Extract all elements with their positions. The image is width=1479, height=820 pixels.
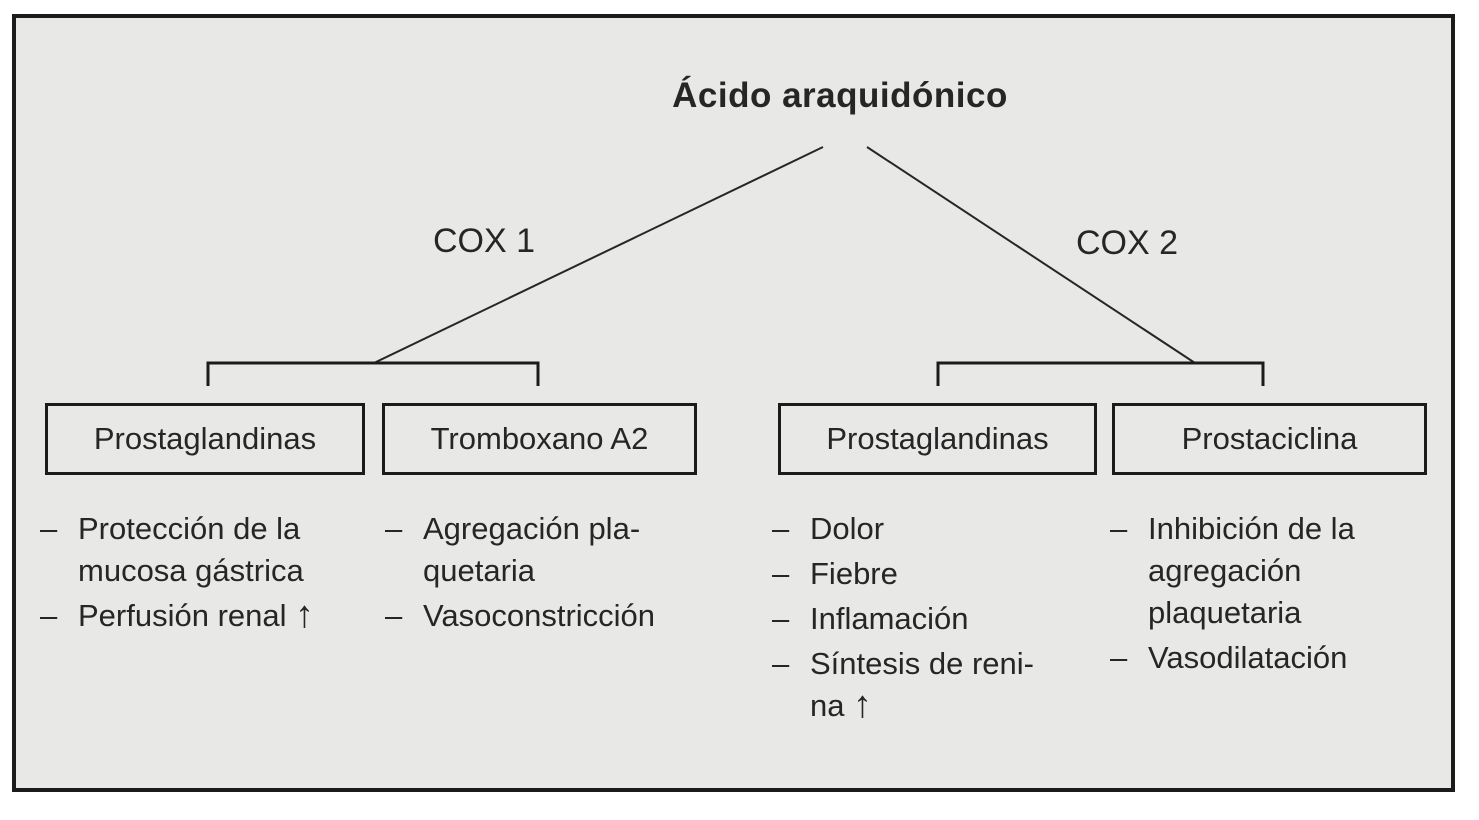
list-item-text: Síntesis de reni- na ↑	[810, 646, 1034, 726]
node-box-tromboxano-a2: Tromboxano A2	[382, 403, 697, 475]
dash-marker: –	[772, 646, 790, 681]
list-item-text: Agregación pla- quetaria	[423, 511, 641, 588]
effects-list-prostaglandinas-cox2: –Dolor–Fiebre–Inflamación–Síntesis de re…	[772, 508, 1112, 727]
effects-list-tromboxano-a2: –Agregación pla- quetaria–Vasoconstricci…	[385, 508, 725, 637]
node-box-prostaglandinas-cox2: Prostaglandinas	[778, 403, 1097, 475]
list-item: –Síntesis de reni- na ↑	[772, 643, 1112, 727]
effects-list-prostaglandinas-cox1: –Protección de la mucosa gástrica–Perfus…	[40, 508, 380, 637]
dash-marker: –	[40, 598, 58, 633]
list-item: –Inhibición de la agregación plaquetaria	[1110, 508, 1450, 634]
list-item-text: Vasodilatación	[1148, 640, 1348, 675]
list-item-text: Fiebre	[810, 556, 898, 591]
list-item-text: Dolor	[810, 511, 885, 546]
dash-marker: –	[1110, 640, 1128, 675]
list-item-text: Inhibición de la agregación plaquetaria	[1148, 511, 1355, 630]
dash-marker: –	[385, 511, 403, 546]
list-item: –Agregación pla- quetaria	[385, 508, 725, 592]
list-item: –Vasodilatación	[1110, 637, 1450, 679]
effects-list-prostaciclina: –Inhibición de la agregación plaquetaria…	[1110, 508, 1450, 679]
dash-marker: –	[772, 556, 790, 591]
node-box-prostaciclina: Prostaciclina	[1112, 403, 1427, 475]
enzyme-label-cox1: COX 1	[433, 222, 536, 260]
dash-marker: –	[772, 511, 790, 546]
enzyme-label-cox2: COX 2	[1076, 224, 1179, 262]
dash-marker: –	[1110, 511, 1128, 546]
list-item: –Perfusión renal ↑	[40, 595, 380, 637]
list-item: –Dolor	[772, 508, 1112, 550]
list-item: –Protección de la mucosa gástrica	[40, 508, 380, 592]
list-item-text: Perfusión renal ↑	[78, 594, 315, 636]
dash-marker: –	[40, 511, 58, 546]
list-item: –Vasoconstricción	[385, 595, 725, 637]
dash-marker: –	[772, 601, 790, 636]
dash-marker: –	[385, 598, 403, 633]
list-item-text: Protección de la mucosa gástrica	[78, 511, 304, 588]
list-item: –Fiebre	[772, 553, 1112, 595]
node-box-prostaglandinas-cox1: Prostaglandinas	[45, 403, 365, 475]
list-item-text: Vasoconstricción	[423, 598, 656, 633]
list-item-text: Inflamación	[810, 601, 969, 636]
list-item: –Inflamación	[772, 598, 1112, 640]
diagram-title: Ácido araquidónico	[672, 76, 1008, 115]
